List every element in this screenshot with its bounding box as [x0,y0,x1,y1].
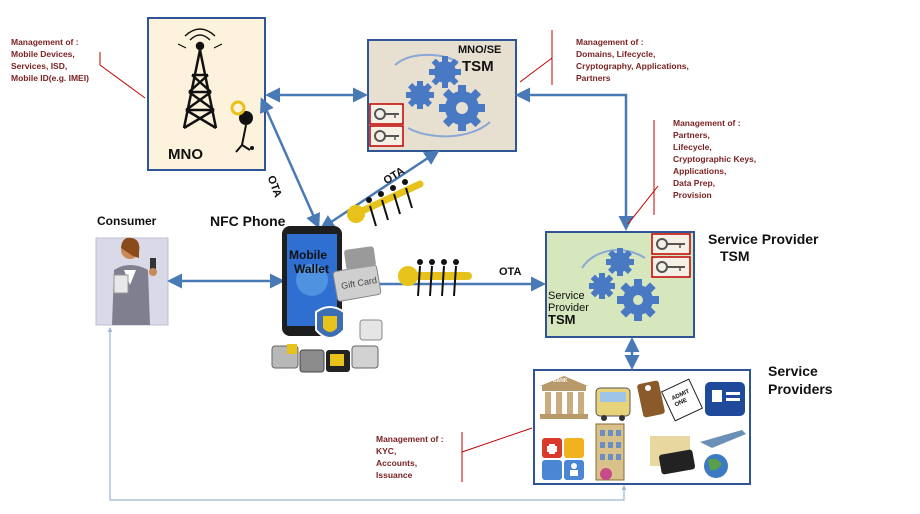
service-providers-label: Service Providers [768,362,833,398]
sp-tsm-gears-icon [581,248,659,321]
annotation-lines [99,30,659,482]
phone-screen-line: Wallet [294,262,329,276]
mno-label: MNO [168,146,203,163]
sp-tsm-inner-line: TSM [548,312,576,327]
mno-note-line: Mobile ID(e.g. IMEI) [11,73,89,83]
key-people-icon-upper [347,179,424,227]
sp-tsm-note-line: Partners, [673,130,710,140]
ota-label-phone-sptsm: OTA [499,266,522,278]
mno-tsm-gears-icon [394,53,491,138]
luggage-tag-icon [637,380,665,418]
mno-tsm-label-bottom: TSM [462,58,494,75]
sp-tsm-management-note: Management of : Partners, Lifecycle, Cry… [673,117,756,201]
arrow-mnotsm-sptsm [515,87,634,231]
sp-tsm-keys-icon [651,233,691,278]
consumer-label: Consumer [97,214,157,228]
mno-note-line: Mobile Devices, [11,49,75,59]
mno-tsm-note-line: Partners [576,73,611,83]
phone-screen-line: Mobile [289,248,327,262]
sp-tsm-outer-line: Service Provider [708,231,819,247]
sp-tsm-note-line: Applications, [673,166,727,176]
hotel-building-icon [595,423,625,481]
mno-tsm-label-top: MNO/SE [458,44,502,56]
sp-tsm-note-line: Provision [673,190,712,200]
gift-card-icon [332,246,382,302]
sp-tsm-note-line: Cryptographic Keys, [673,154,757,164]
sp-tsm-outer-label: Service Provider TSM [708,231,819,265]
sp-tsm-note-line: Data Prep, [673,178,716,188]
nfc-phone-label: NFC Phone [210,213,286,229]
sp-note-line: Issuance [376,470,413,480]
phone-screen-text: Mobile Wallet [289,248,329,276]
sp-tsm-inner-label: Service Provider TSM [548,290,589,326]
sp-tsm-inner-line: Provider [548,302,589,314]
bank-icon [540,376,588,419]
arrow-mnotsm-phone [319,150,440,230]
key-character-icon [230,100,254,153]
security-chips-icon [271,306,383,373]
tower-icon [177,28,223,130]
sp-tsm-note-line: Management of : [673,118,741,128]
sp-tsm-note-line: Lifecycle, [673,142,712,152]
mno-management-note: Management of : Mobile Devices, Services… [11,36,89,84]
admit-one-ticket-icon [660,378,704,422]
mno-tsm-keys-icon [369,103,404,147]
service-providers-management-note: Management of : KYC, Accounts, Issuance [376,433,444,481]
train-icon [595,387,631,421]
sp-note-line: Management of : [376,434,444,444]
arrow-mno-phone [260,97,320,229]
airplane-globe-icon [700,430,746,478]
mno-note-line: Management of : [11,37,79,47]
mno-tsm-management-note: Management of : Domains, Lifecycle, Cryp… [576,36,689,84]
mno-tsm-note-line: Cryptography, Applications, [576,61,689,71]
id-card-icon [705,382,745,416]
mno-tsm-note-line: Management of : [576,37,644,47]
arrow-serviceproviders-consumer [107,327,627,501]
sp-tsm-inner-line: Service [548,290,585,302]
app-tiles-icon [542,438,584,480]
consumer-person-icon [112,237,157,325]
mno-tsm-note-line: Domains, Lifecycle, [576,49,656,59]
mno-note-line: Services, ISD, [11,61,68,71]
sp-note-line: KYC, [376,446,397,456]
key-people-icon-lower [398,259,472,297]
bank-sign-text: BANK [553,378,568,384]
sp-note-line: Accounts, [376,458,418,468]
wallet-card-icon [650,436,696,475]
sp-tsm-outer-line: TSM [720,248,750,264]
service-providers-line: Providers [768,381,833,397]
service-providers-line: Service [768,363,818,379]
